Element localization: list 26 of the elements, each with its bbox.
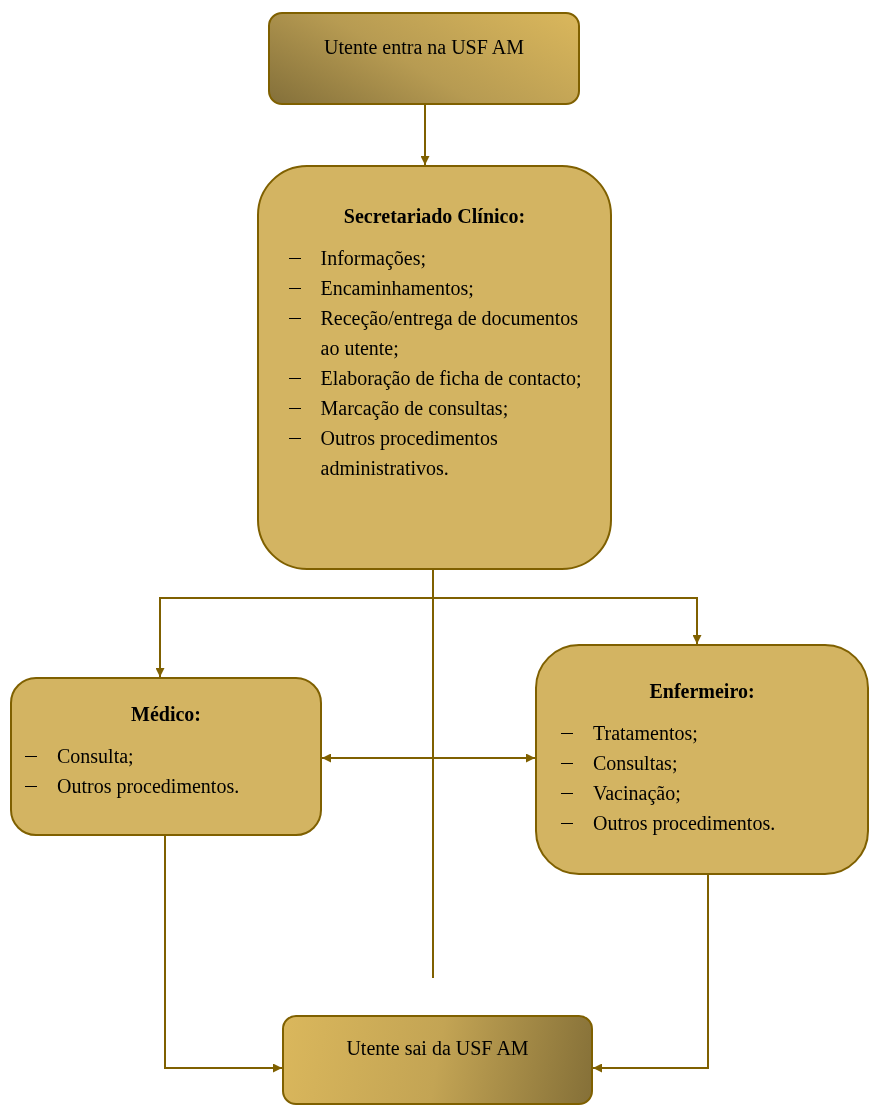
list-item: Encaminhamentos; bbox=[320, 276, 474, 301]
list-item: Informações; bbox=[320, 246, 426, 272]
box-heading: Médico: bbox=[131, 702, 201, 727]
connector-arrow bbox=[321, 753, 536, 763]
list-item: Vacinação; bbox=[593, 781, 681, 807]
process-box bbox=[535, 644, 869, 875]
list-item: Outros procedimentos administrativos. bbox=[320, 426, 499, 481]
list-item: Tratamentos; bbox=[593, 721, 698, 746]
box-heading: Enfermeiro: bbox=[649, 679, 755, 704]
box-heading: Secretariado Clínico: bbox=[343, 204, 526, 229]
list-item: Outros procedimentos. bbox=[593, 811, 776, 837]
list-item: Consultas; bbox=[593, 751, 678, 776]
process-box bbox=[282, 1015, 593, 1105]
process-box bbox=[257, 165, 612, 570]
list-item: Elaboração de ficha de contacto; bbox=[320, 366, 582, 392]
list-item: Receção/entrega de documentos ao utente; bbox=[320, 306, 580, 361]
list-item: Marcação de consultas; bbox=[320, 396, 509, 422]
connector-arrow bbox=[420, 104, 430, 166]
list-item: Consulta; bbox=[57, 744, 134, 769]
list-item: Outros procedimentos. bbox=[57, 774, 240, 800]
connector-arrow bbox=[164, 835, 283, 1073]
box-label: Utente sai da USF AM bbox=[345, 1036, 530, 1061]
connector-arrow bbox=[592, 874, 709, 1073]
box-label: Utente entra na USF AM bbox=[324, 35, 524, 60]
process-box bbox=[10, 677, 322, 836]
process-box bbox=[268, 12, 580, 105]
